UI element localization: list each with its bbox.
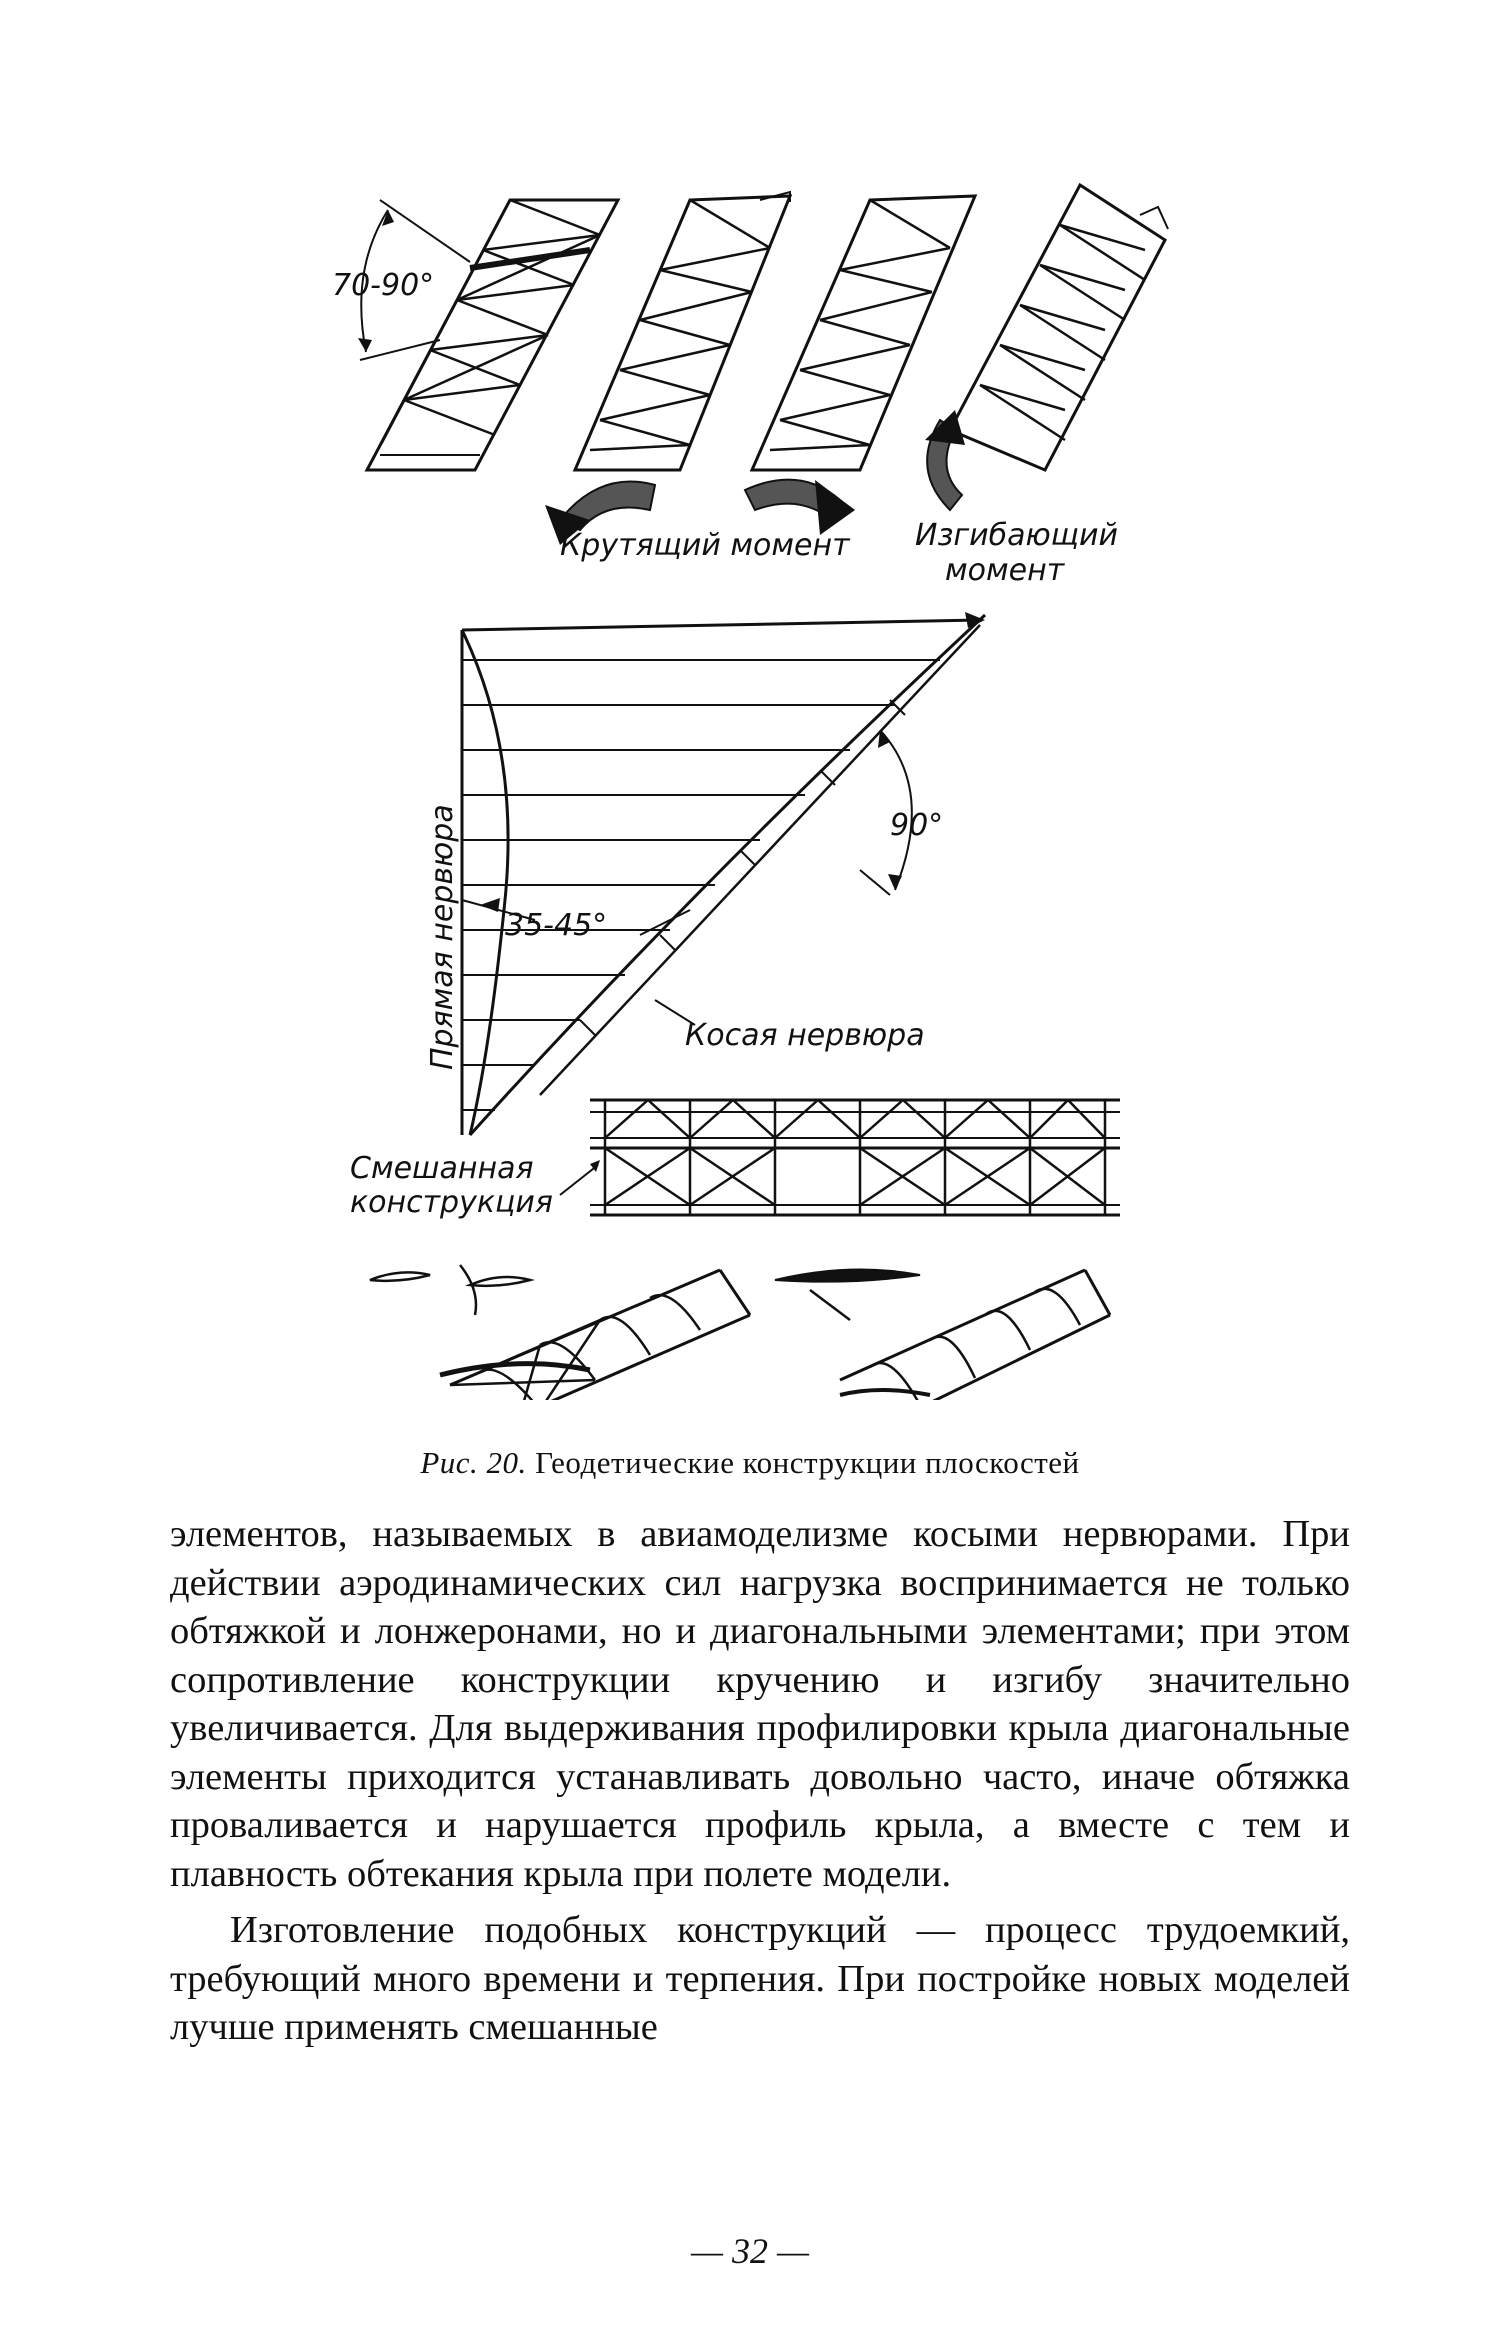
geodetic-structures-figure: 70-90° xyxy=(332,182,1169,1400)
mixed-construction-label-line2: конструкция xyxy=(350,1185,553,1220)
angle-label-35-45: 35-45° xyxy=(505,908,607,943)
rib-assembly-right xyxy=(774,1268,1112,1400)
bending-label-line2: момент xyxy=(945,553,1066,588)
mixed-construction-truss xyxy=(559,1098,1120,1217)
angle-marker-35-45: 35-45° xyxy=(461,898,691,943)
angle-label-90: 90° xyxy=(890,808,943,843)
angle-marker-top: 70-90° xyxy=(332,199,471,361)
rib-assembly-left xyxy=(369,1264,752,1400)
geodetic-panel-4 xyxy=(947,182,1169,472)
torque-arrow-right xyxy=(743,478,855,535)
paragraph-1: элементов, называемых в авиамоделизме ко… xyxy=(170,1513,1350,1895)
geodetic-panel-2 xyxy=(572,190,793,472)
straight-rib-label: Прямая нервюра xyxy=(425,804,460,1070)
wing-planform-diagram xyxy=(460,612,987,1137)
figure-caption: Рис. 20. Геодетические конструкции плоск… xyxy=(0,1445,1500,1481)
figure-caption-text: Геодетические конструкции плоскостей xyxy=(535,1445,1080,1480)
geodetic-panel-3 xyxy=(749,194,978,472)
paragraph-2: Изготовление подобных конструкций — проц… xyxy=(170,1909,1350,2048)
bending-moment-arrow xyxy=(925,410,965,512)
figure-caption-number: Рис. 20. xyxy=(420,1445,527,1480)
diagonal-rib-label: Косая нервюра xyxy=(685,1018,925,1053)
torque-arrow-left xyxy=(545,480,657,545)
angle-label-70-90: 70-90° xyxy=(332,268,434,303)
page-number: — 32 — xyxy=(690,2231,810,2271)
bending-label-line1: Изгибающий xyxy=(915,518,1118,553)
angle-marker-90: 90° xyxy=(859,729,943,896)
torque-label: Крутящий момент xyxy=(560,528,851,563)
geodetic-panel-1 xyxy=(364,198,621,472)
mixed-construction-label-line1: Смешанная xyxy=(350,1151,534,1186)
body-text: элементов, называемых в авиамоделизме ко… xyxy=(170,1510,1350,2052)
